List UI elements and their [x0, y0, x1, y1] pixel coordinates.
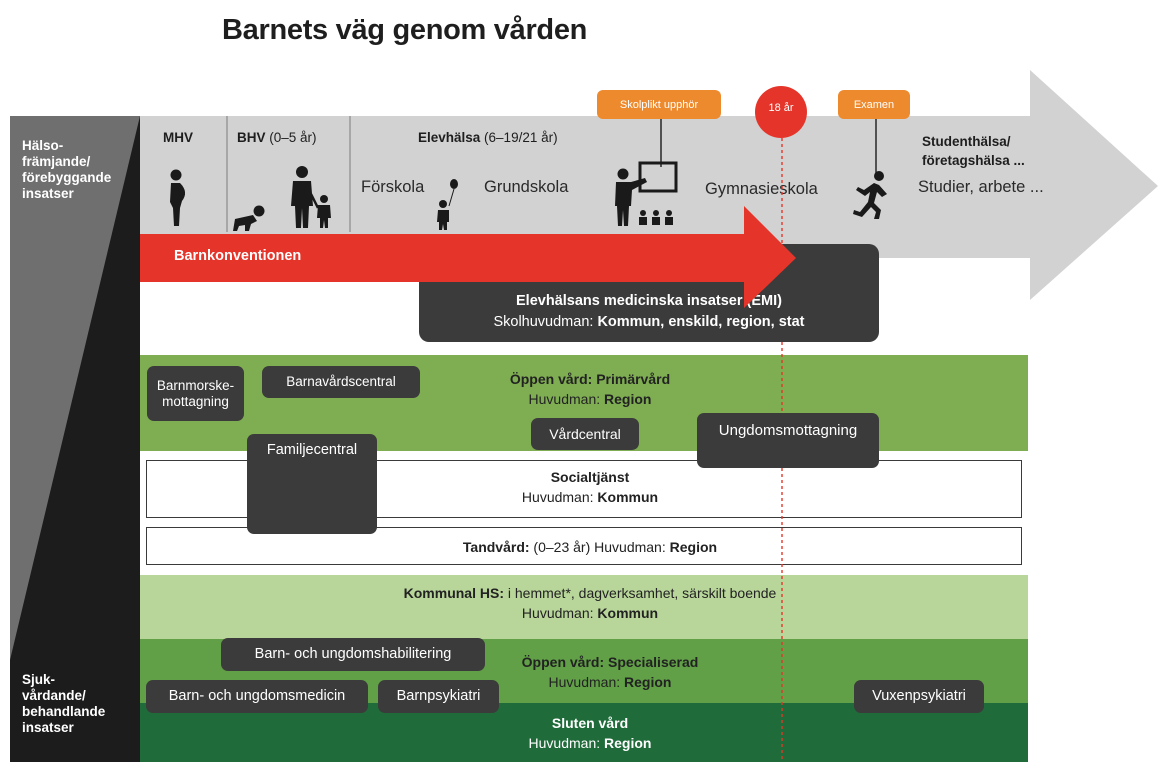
pill-vuxenpsykiatri: Vuxenpsykiatri [854, 680, 984, 713]
phase-studier: Studier, arbete ... [918, 178, 1044, 196]
page-title: Barnets väg genom vården [222, 14, 588, 46]
socialtjanst-text: Socialtjänst Huvudman: Kommun [521, 469, 659, 505]
parent-and-child-icon [291, 166, 331, 228]
band-kommunal [140, 575, 1028, 639]
age-18-label: 18 år [768, 102, 794, 114]
specialiserad-text: Öppen vård: Specialiserad Huvudman: Regi… [521, 654, 699, 690]
pill-barnavardscentral: Barnavårdscentral [262, 366, 420, 398]
phase-forskola: Förskola [361, 178, 425, 196]
pill-barnpsykiatri: Barnpsykiatri [378, 680, 499, 713]
primarvard-text: Öppen vård: Primärvård Huvudman: Region [509, 371, 671, 407]
examen-line [875, 119, 877, 177]
pill-familjecentral: Familjecentral [247, 434, 377, 534]
pregnant-woman-icon [170, 169, 186, 226]
barnkonventionen-label: Barnkonventionen [174, 248, 302, 264]
sidebar-wedge [10, 116, 140, 660]
barnkonventionen-arrow [140, 206, 796, 308]
child-with-balloon-icon [437, 179, 458, 230]
phase-grundskola: Grundskola [484, 178, 569, 196]
crawling-baby-icon [233, 205, 265, 231]
phase-gymnasieskola: Gymnasieskola [705, 180, 818, 198]
band-tandvard [146, 527, 1022, 565]
pill-habilitering: Barn- och ungdomshabilitering [221, 638, 485, 671]
tag-skolplikt: Skolplikt upphör [597, 90, 721, 119]
age-18-marker [755, 86, 807, 138]
pill-vardcentral: Vårdcentral [531, 418, 639, 450]
running-person-icon [853, 171, 887, 219]
pill-ungdomsmottagning: Ungdomsmottagning [697, 413, 879, 468]
teacher-with-board-icon [615, 161, 678, 226]
pill-barnmorskemottagning: Barnmorske-mottagning [147, 366, 244, 421]
kommunal-text: Kommunal HS: i hemmet*, dagverksamhet, s… [403, 585, 777, 621]
header-studenthalsa: Studenthälsa/företagshälsa ... [922, 134, 1025, 168]
header-elevhalsa: Elevhälsa (6–19/21 år) [418, 130, 558, 145]
sluten-text: Sluten vård Huvudman: Region [528, 715, 652, 751]
header-bhv: BHV (0–5 år) [237, 130, 317, 145]
pill-ungdomsmedicin: Barn- och ungdomsmedicin [146, 680, 368, 713]
header-mhv: MHV [163, 130, 193, 145]
tandvard-text: Tandvård: (0–23 år) Huvudman: Region [462, 539, 718, 555]
tag-examen: Examen [838, 90, 910, 119]
skolplikt-line [660, 119, 662, 167]
